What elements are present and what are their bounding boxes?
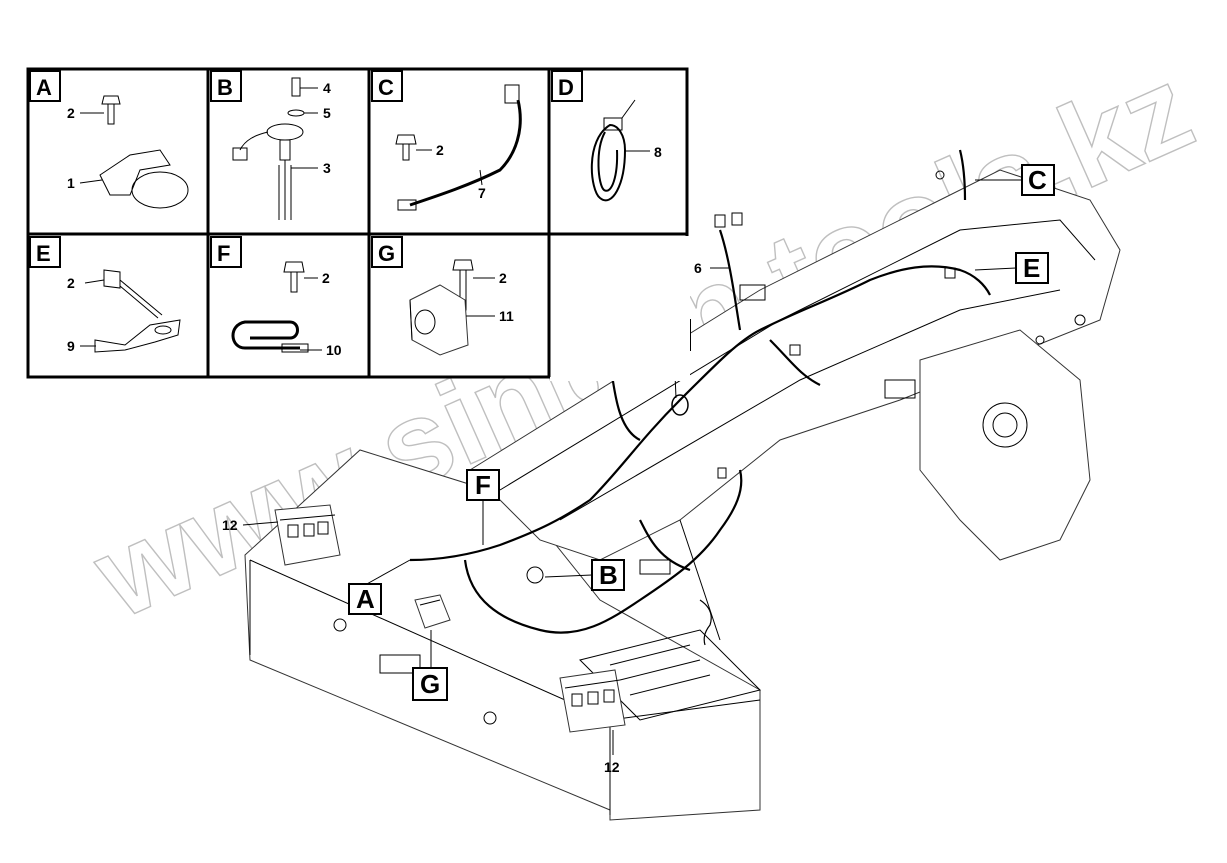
callout-e: E xyxy=(974,252,1049,284)
detail-panel-a: A 2 1 xyxy=(29,70,189,209)
svg-text:10: 10 xyxy=(326,342,342,358)
svg-text:12: 12 xyxy=(222,517,238,533)
svg-text:12: 12 xyxy=(604,759,620,775)
svg-text:9: 9 xyxy=(67,338,75,354)
svg-text:4: 4 xyxy=(323,80,331,96)
svg-text:B: B xyxy=(217,75,233,100)
svg-text:D: D xyxy=(558,75,574,100)
label-battery-left-12: 12 xyxy=(222,517,279,533)
svg-text:E: E xyxy=(36,241,51,266)
svg-text:E: E xyxy=(1023,253,1040,283)
svg-text:F: F xyxy=(217,241,230,266)
svg-text:A: A xyxy=(36,75,52,100)
svg-text:G: G xyxy=(378,241,395,266)
callout-f: F xyxy=(466,469,500,545)
callout-b: B xyxy=(544,559,625,591)
detail-panel-f: F 2 10 xyxy=(210,236,342,358)
label-battery-right-12: 12 xyxy=(604,730,620,775)
battery-box-left xyxy=(274,504,341,566)
wiring-harness xyxy=(409,149,991,634)
svg-text:5: 5 xyxy=(323,105,331,121)
svg-text:C: C xyxy=(378,75,394,100)
svg-text:7: 7 xyxy=(478,185,486,201)
callout-a: A xyxy=(348,559,411,615)
svg-text:11: 11 xyxy=(499,308,514,324)
detail-panel-b: B 4 5 3 xyxy=(210,70,331,220)
detail-panel-g: G 2 11 xyxy=(371,236,514,356)
callout-c: C xyxy=(975,164,1055,196)
svg-text:C: C xyxy=(1028,165,1047,195)
svg-text:1: 1 xyxy=(67,175,75,191)
svg-text:3: 3 xyxy=(323,160,331,176)
svg-text:F: F xyxy=(475,470,491,500)
part-clamp-block xyxy=(414,594,451,629)
svg-text:8: 8 xyxy=(654,144,662,160)
svg-text:B: B xyxy=(599,560,618,590)
detail-panel-c: C 2 7 xyxy=(371,70,522,211)
svg-text:6: 6 xyxy=(694,260,702,276)
svg-text:2: 2 xyxy=(322,270,330,286)
callout-g: G xyxy=(412,630,448,701)
detail-panel-grid xyxy=(26,67,690,381)
detail-panel-e: E 2 9 xyxy=(29,236,181,354)
svg-text:2: 2 xyxy=(67,105,75,121)
svg-text:2: 2 xyxy=(436,142,444,158)
label-harness-6: 6 xyxy=(694,260,730,276)
svg-text:A: A xyxy=(356,584,375,614)
battery-box-right xyxy=(559,669,626,733)
svg-text:2: 2 xyxy=(499,270,507,286)
detail-panel-d: D 8 xyxy=(551,70,662,202)
svg-text:2: 2 xyxy=(67,275,75,291)
svg-text:G: G xyxy=(420,669,440,699)
